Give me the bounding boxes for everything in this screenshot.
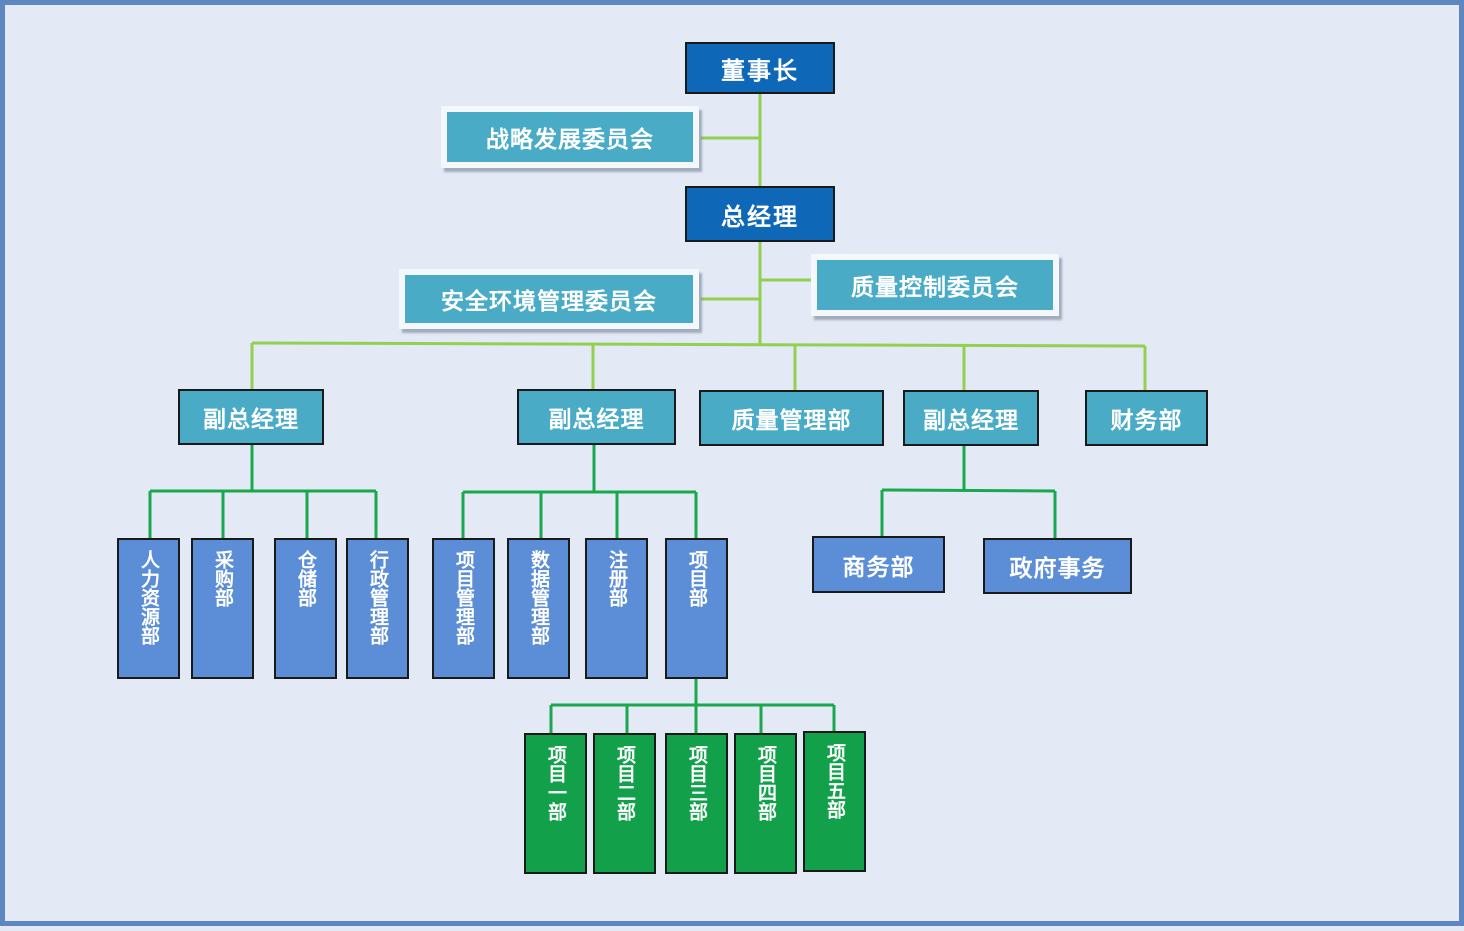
- hr-dept-box: 人力资源部: [117, 538, 180, 679]
- project-dept-box: 项目部: [665, 538, 728, 679]
- registration-dept-box: 注册部: [585, 538, 648, 679]
- project-unit-5-box: 项目五部: [803, 731, 866, 872]
- project-unit-2-box: 项目二部: [593, 733, 656, 874]
- general-manager-box: 总经理: [685, 186, 835, 242]
- quality-committee-box: 质量控制委员会: [811, 254, 1059, 316]
- connector-line: [881, 488, 1056, 493]
- project-mgmt-dept-box: 项目管理部: [432, 538, 495, 679]
- strategy-committee-box: 战略发展委员会: [441, 106, 699, 168]
- warehouse-dept-box: 仓储部: [274, 538, 337, 679]
- connector-line: [251, 341, 1146, 348]
- quality-dept-box: 质量管理部: [699, 390, 884, 446]
- finance-dept-box: 财务部: [1085, 390, 1208, 446]
- data-mgmt-dept-box: 数据管理部: [507, 538, 570, 679]
- vice-gm-1-box: 副总经理: [178, 389, 324, 445]
- safety-committee-box: 安全环境管理委员会: [399, 269, 699, 329]
- chairman-box: 董事长: [685, 42, 835, 94]
- business-dept-box: 商务部: [812, 536, 945, 593]
- project-unit-1-box: 项目一部: [524, 733, 587, 874]
- vice-gm-3-box: 副总经理: [903, 390, 1039, 446]
- gov-affairs-dept-box: 政府事务: [983, 538, 1132, 594]
- project-unit-3-box: 项目三部: [665, 733, 728, 874]
- connector-lines: [148, 93, 1147, 734]
- admin-dept-box: 行政管理部: [346, 538, 409, 679]
- purchasing-dept-box: 采购部: [191, 538, 254, 679]
- vice-gm-2-box: 副总经理: [517, 389, 676, 445]
- project-unit-4-box: 项目四部: [734, 733, 797, 874]
